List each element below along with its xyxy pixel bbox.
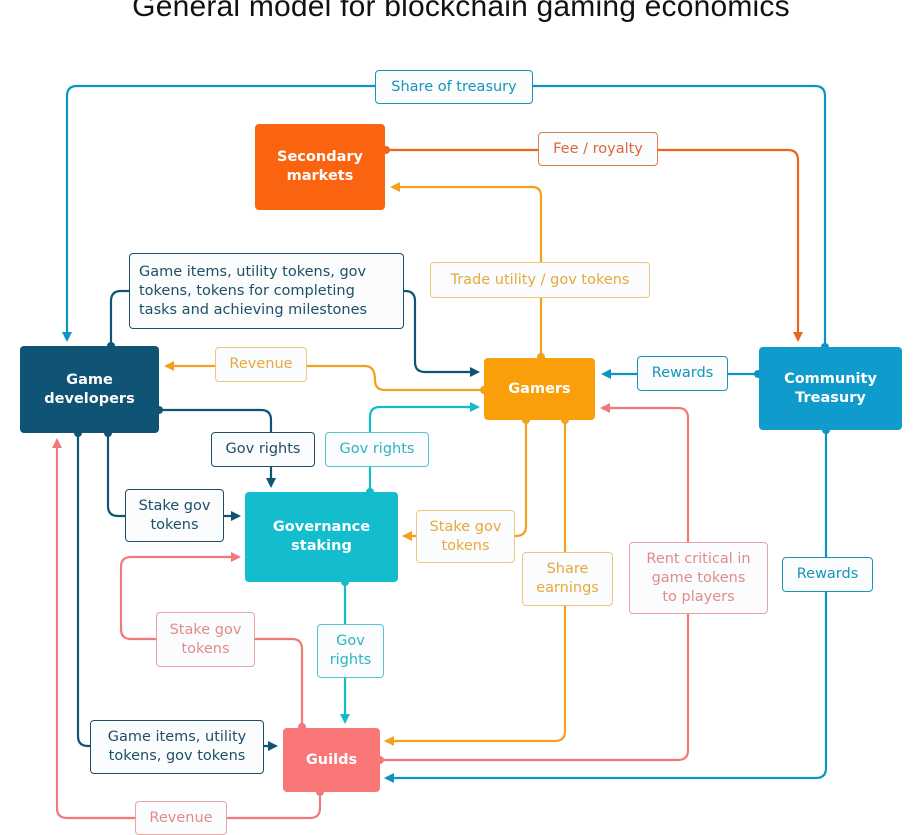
- edge-gov-rights-teal: [368, 402, 480, 492]
- edge-stake-orange: [402, 420, 528, 541]
- label-share-of-treasury: Share of treasury: [375, 70, 533, 104]
- label-game-items-to-gamers: Game items, utility tokens, gov tokens, …: [129, 253, 404, 329]
- label-revenue-gamers: Revenue: [215, 347, 307, 382]
- node-community-treasury: Community Treasury: [759, 347, 902, 430]
- label-trade-tokens: Trade utility / gov tokens: [430, 262, 650, 298]
- label-share-earnings: Share earnings: [522, 552, 613, 606]
- edge-gov-rights-navy: [159, 408, 276, 488]
- label-gov-rights-navy: Gov rights: [211, 432, 315, 467]
- edge-stake-coral: [119, 552, 304, 727]
- edge-game-items-to-guilds: [76, 433, 278, 751]
- edge-share-earnings: [384, 420, 567, 746]
- label-rewards-gamers: Rewards: [637, 356, 728, 391]
- node-guilds: Guilds: [283, 728, 380, 792]
- edge-revenue-gamers: [164, 361, 484, 392]
- label-stake-navy: Stake gov tokens: [125, 489, 224, 542]
- edge-game-items-to-gamers: [109, 289, 480, 377]
- edge-trade-tokens: [390, 182, 543, 358]
- label-fee-royalty: Fee / royalty: [538, 132, 658, 166]
- label-gov-rights-guilds: Gov rights: [317, 624, 384, 678]
- node-governance-staking: Governance staking: [245, 492, 398, 582]
- edge-fee-royalty: [386, 148, 803, 342]
- edge-stake-navy: [106, 433, 241, 521]
- connection-dots: [74, 146, 830, 796]
- diagram-title: General model for blockchain gaming econ…: [132, 0, 790, 23]
- label-game-items-to-guilds: Game items, utility tokens, gov tokens: [90, 720, 264, 774]
- node-game-developers: Game developers: [20, 346, 159, 433]
- label-gov-rights-teal: Gov rights: [325, 432, 429, 467]
- label-stake-coral: Stake gov tokens: [156, 612, 255, 667]
- node-gamers: Gamers: [484, 358, 595, 420]
- node-secondary-markets: Secondary markets: [255, 124, 385, 210]
- label-rent-tokens: Rent critical in game tokens to players: [629, 542, 768, 614]
- edge-rewards-guilds: [384, 430, 828, 783]
- label-rewards-guilds: Rewards: [782, 557, 873, 592]
- label-revenue-guilds: Revenue: [135, 801, 227, 835]
- label-stake-orange: Stake gov tokens: [416, 510, 515, 563]
